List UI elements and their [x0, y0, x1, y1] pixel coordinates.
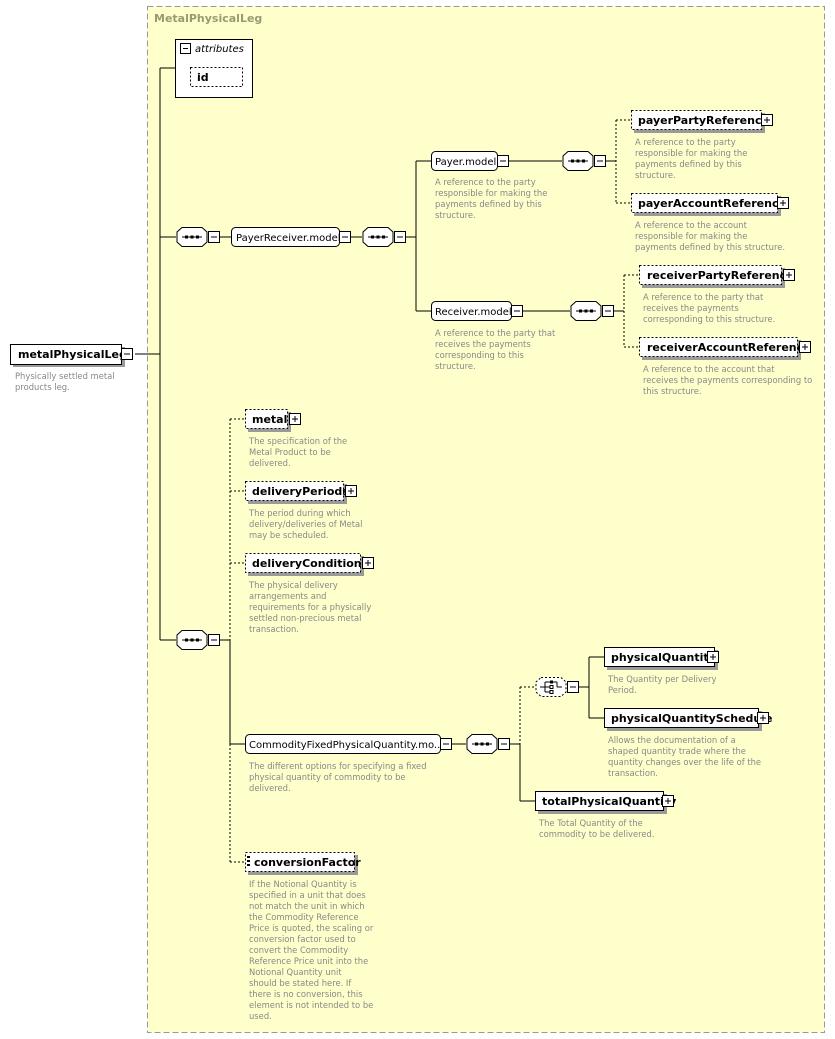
commodity-fixed-physical-quantity-model-doc: The different options for specifying a f…	[248, 761, 429, 793]
sequence-compositor-payer-receiver[interactable]	[362, 227, 406, 247]
receiver-account-reference-element[interactable]: receiverAccountReference	[639, 337, 811, 361]
receiver-account-reference-doc: A reference to the account that receives…	[643, 364, 815, 396]
receiver-party-reference-doc: A reference to the party that receives t…	[643, 292, 775, 324]
receiver-party-reference-element[interactable]: receiverPartyReference	[639, 265, 795, 289]
group-title: MetalPhysicalLeg	[154, 12, 262, 25]
sequence-compositor-lower[interactable]	[176, 630, 220, 650]
payer-receiver-model-label: PayerReceiver.model	[236, 233, 341, 244]
total-physical-quantity-doc: The Total Quantity of the commodity to b…	[538, 818, 655, 839]
delivery-conditions-label: deliveryConditions	[252, 557, 369, 570]
physical-quantity-doc: The Quantity per Delivery Period.	[607, 674, 719, 695]
root-element-doc: Physically settled metal products leg.	[15, 371, 117, 392]
metal-doc: The specification of the Metal Product t…	[248, 436, 350, 468]
commodity-fixed-physical-quantity-model-group[interactable]: CommodityFixedPhysicalQuantity.mo...	[245, 734, 452, 754]
delivery-conditions-doc: The physical delivery arrangements and r…	[248, 580, 374, 634]
attributes-box[interactable]: attributes id	[175, 39, 253, 98]
conversion-factor-doc: If the Notional Quantity is specified in…	[249, 879, 376, 1021]
metal-label: metal	[252, 413, 287, 426]
conversion-factor-label: conversionFactor	[254, 856, 361, 869]
metal-element[interactable]: metal	[245, 409, 301, 433]
receiver-party-reference-label: receiverPartyReference	[647, 269, 794, 282]
commodity-fixed-physical-quantity-model-label: CommodityFixedPhysicalQuantity.mo...	[249, 740, 443, 751]
payer-account-reference-doc: A reference to the account responsible f…	[635, 220, 785, 252]
delivery-periods-doc: The period during which delivery/deliver…	[248, 508, 365, 540]
delivery-periods-element[interactable]: deliveryPeriods	[245, 481, 357, 505]
physical-quantity-element[interactable]: physicalQuantity	[604, 647, 719, 671]
payer-account-reference-label: payerAccountReference	[638, 197, 786, 210]
receiver-model-group[interactable]: Receiver.model	[431, 301, 523, 321]
total-physical-quantity-element[interactable]: totalPhysicalQuantity	[535, 791, 677, 815]
payer-party-reference-label: payerPartyReference	[638, 114, 769, 127]
attribute-id-label: id	[197, 71, 209, 84]
choice-compositor-quantity[interactable]	[535, 677, 579, 697]
sequence-compositor-payer[interactable]	[562, 151, 606, 171]
receiver-account-reference-label: receiverAccountReference	[647, 341, 811, 354]
conversion-factor-element[interactable]: conversionFactor	[245, 852, 362, 876]
physical-quantity-schedule-label: physicalQuantitySchedule	[611, 712, 772, 725]
attribute-id[interactable]	[190, 67, 243, 87]
physical-quantity-label: physicalQuantity	[611, 651, 716, 664]
delivery-conditions-element[interactable]: deliveryConditions	[245, 553, 374, 577]
payer-model-label: Payer.model	[435, 157, 496, 168]
sequence-compositor-receiver[interactable]	[570, 301, 614, 321]
delivery-periods-label: deliveryPeriods	[252, 485, 349, 498]
payer-receiver-model-group[interactable]: PayerReceiver.model	[231, 227, 351, 247]
total-physical-quantity-label: totalPhysicalQuantity	[542, 795, 676, 808]
payer-account-reference-element[interactable]: payerAccountReference	[631, 193, 789, 217]
receiver-model-label: Receiver.model	[435, 307, 512, 318]
physical-quantity-schedule-element[interactable]: physicalQuantitySchedule	[604, 708, 773, 732]
root-element-label: metalPhysicalLeg	[18, 348, 127, 361]
receiver-model-doc: A reference to the party that receives t…	[435, 328, 558, 371]
root-element-metal-physical-leg[interactable]: metalPhysicalLeg	[10, 344, 133, 368]
connector-lines	[135, 67, 639, 863]
physical-quantity-schedule-doc: Allows the documentation of a shaped qua…	[608, 735, 764, 778]
payer-model-group[interactable]: Payer.model	[431, 151, 509, 171]
sequence-compositor-upper[interactable]	[176, 227, 220, 247]
payer-model-doc: A reference to the party responsible for…	[435, 177, 550, 220]
payer-party-reference-doc: A reference to the party responsible for…	[635, 137, 750, 180]
attributes-label: attributes	[195, 44, 244, 55]
payer-party-reference-element[interactable]: payerPartyReference	[631, 110, 773, 134]
sequence-compositor-commodity[interactable]	[466, 734, 510, 754]
